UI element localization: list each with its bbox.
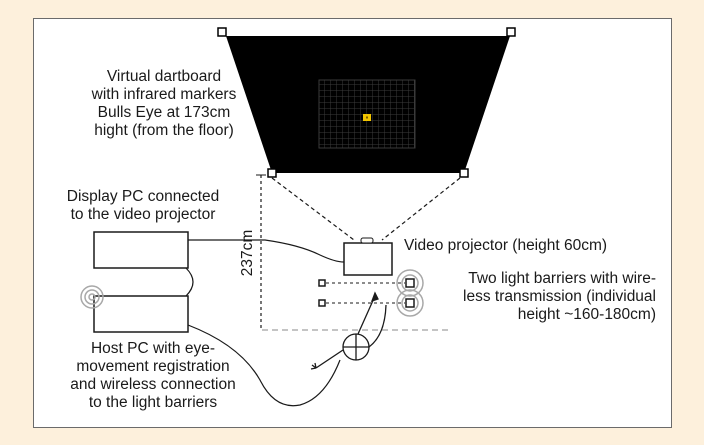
- dartboard-label: Virtual dartboard with infrared markers …: [91, 68, 237, 139]
- wireless-icon-host: [80, 285, 104, 309]
- projection-beam-left: [271, 177, 355, 241]
- dart-thrower: [310, 291, 387, 370]
- projector-label: Video projector (height 60cm): [404, 237, 608, 254]
- infrared-marker-top-left: [217, 27, 227, 37]
- infrared-marker-top-right: [506, 27, 516, 37]
- display-pc-box: [93, 231, 189, 269]
- host-cable: [187, 324, 341, 407]
- light-barrier-upper: [318, 278, 415, 288]
- infrared-marker-bottom-left: [267, 168, 277, 178]
- host-pc-label: Host PC with eye- movement registration …: [70, 340, 236, 411]
- display-cable: [188, 239, 345, 263]
- video-projector: [343, 242, 393, 276]
- projection-beam-right: [381, 177, 461, 241]
- pc-link-cable: [185, 267, 194, 297]
- light-barrier-lower: [318, 298, 415, 308]
- display-pc-label: Display PC connected to the video projec…: [66, 188, 220, 223]
- height-dimension-label: 237cm: [239, 229, 256, 277]
- infrared-marker-bottom-right: [459, 168, 469, 178]
- dartboard-grid: [318, 79, 416, 149]
- host-pc-box: [93, 295, 189, 333]
- wireless-icon-light-barriers: [396, 269, 424, 317]
- light-barriers-label: Two light barriers with wire- less trans…: [463, 270, 656, 323]
- projector-lens: [360, 237, 374, 244]
